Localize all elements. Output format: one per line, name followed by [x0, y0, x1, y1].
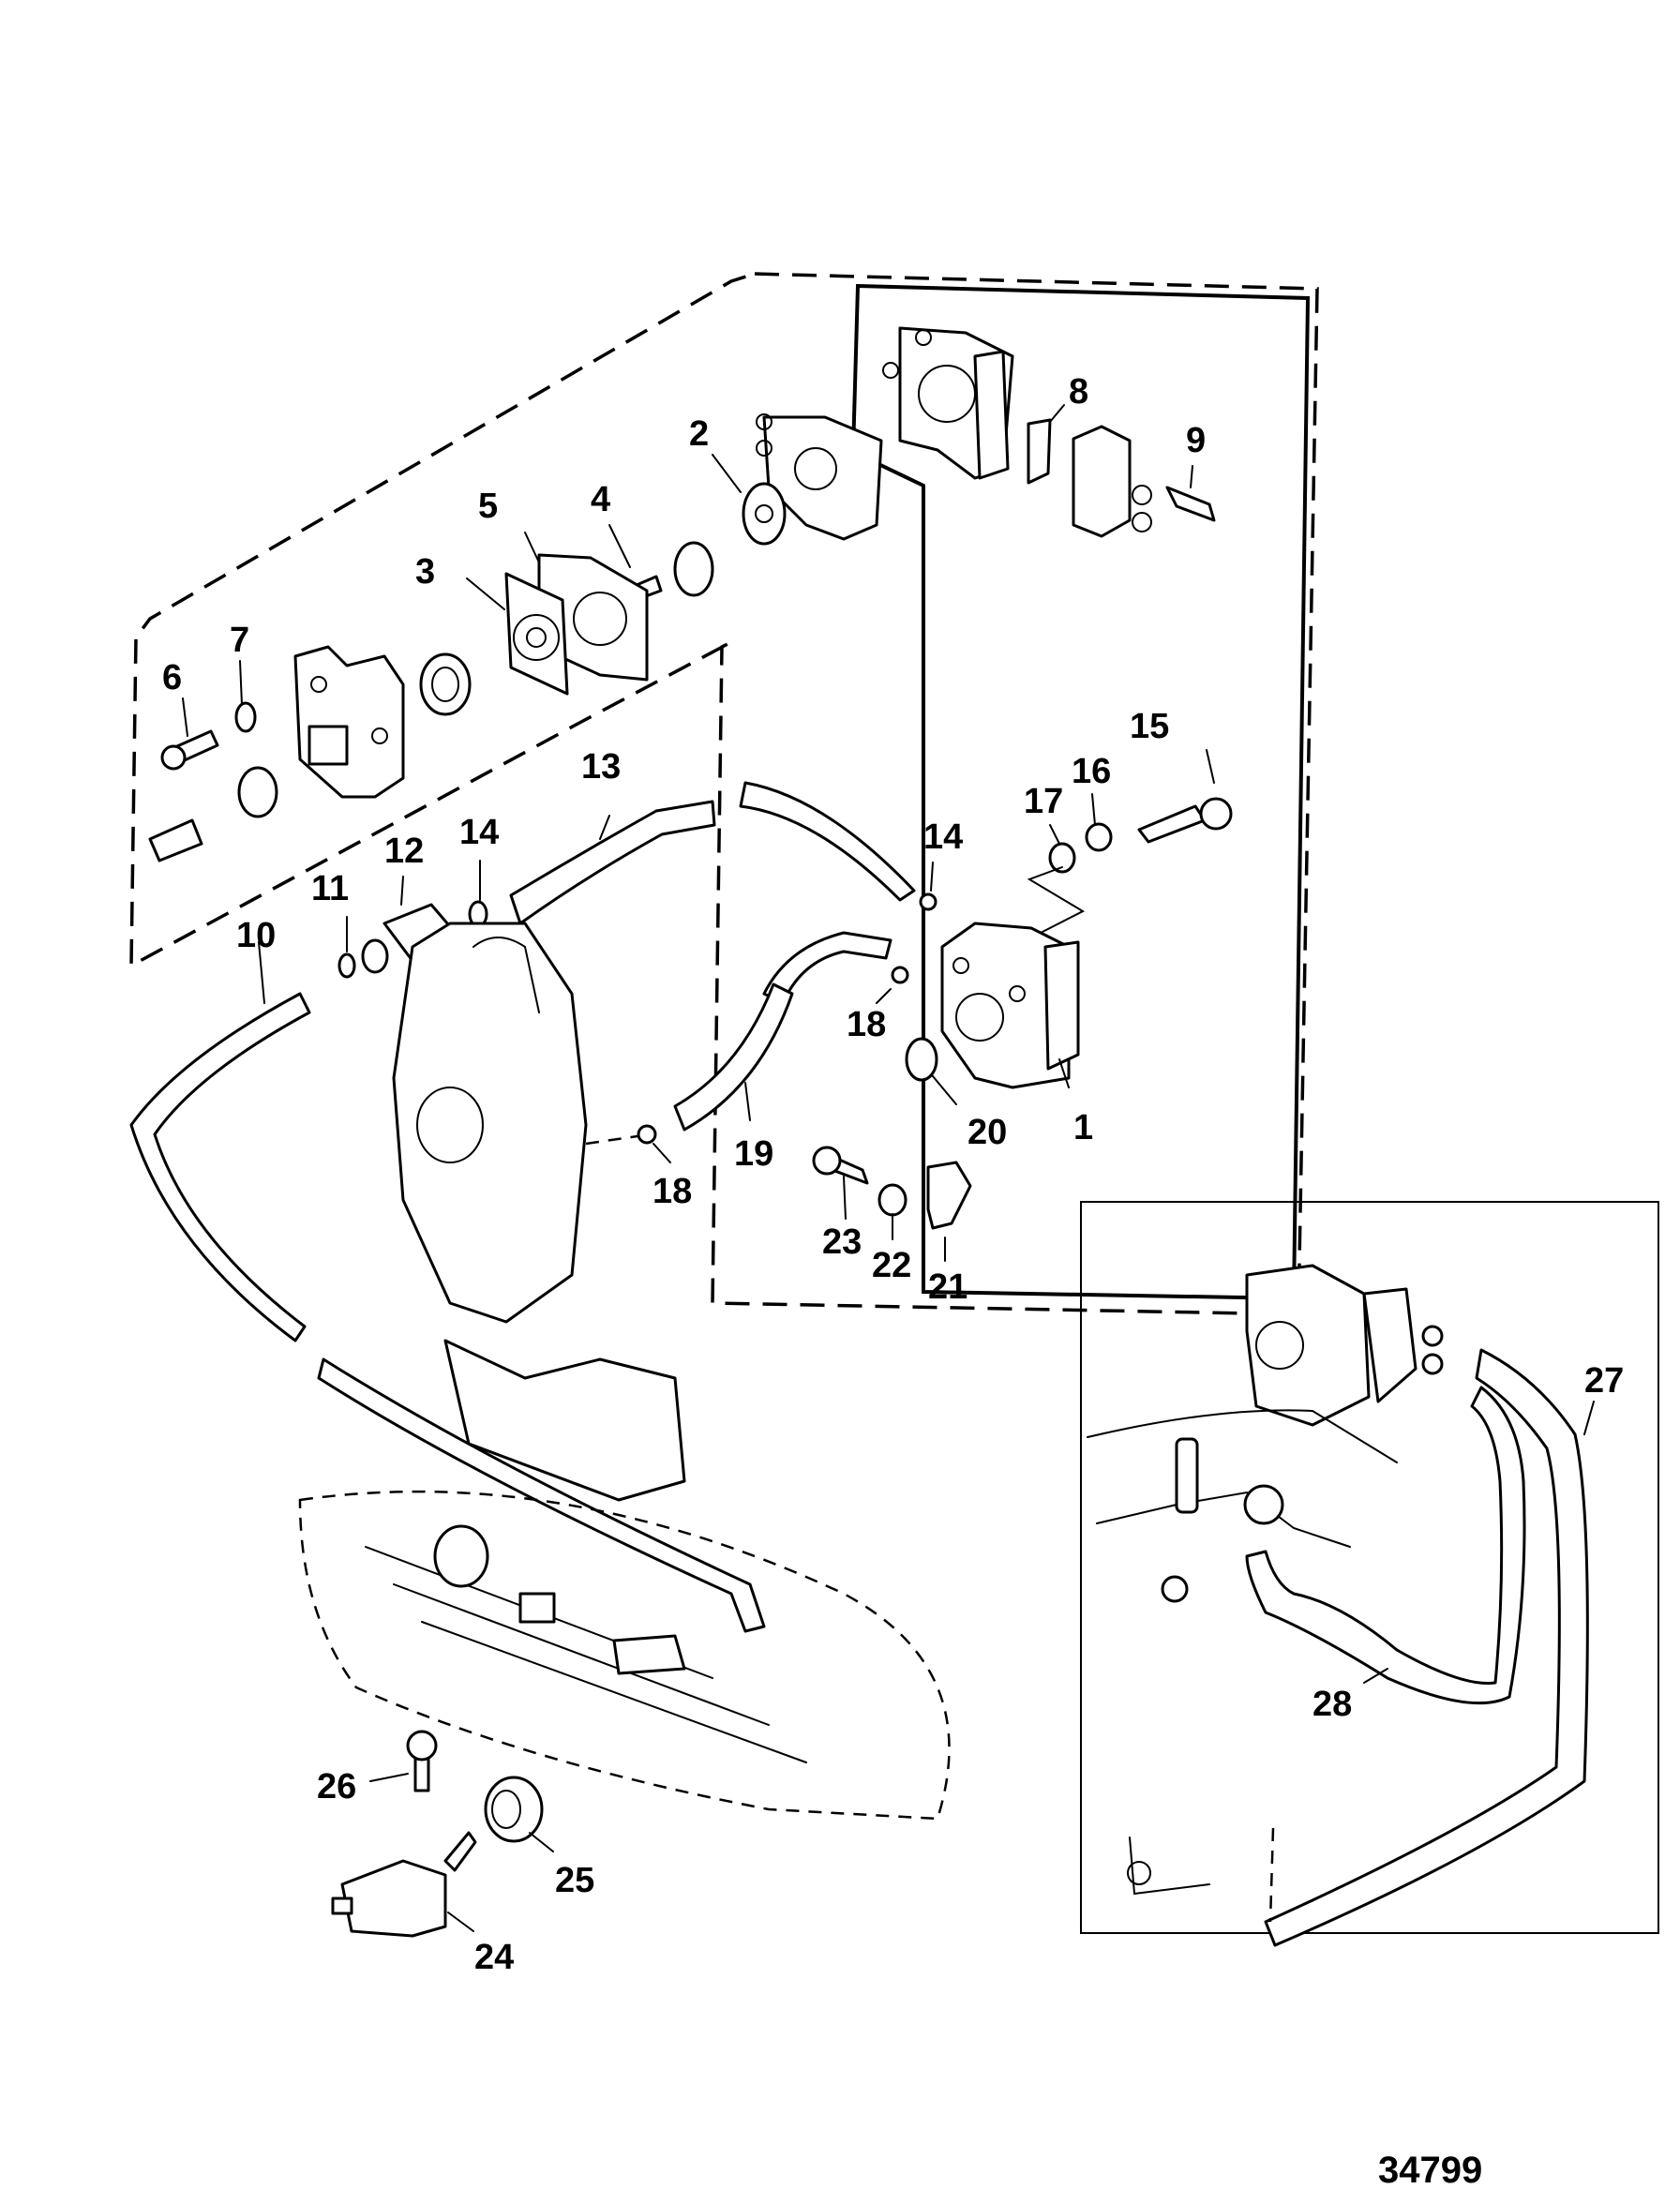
part-25-grommet: [484, 1776, 554, 1852]
exploded-group-outline: [129, 272, 1319, 1316]
bracket-line: [1027, 866, 1086, 934]
part-16-washer: [1085, 793, 1113, 852]
callout-label-6: 6: [162, 658, 182, 697]
check-valve: [148, 766, 278, 862]
inset-plug: [1161, 1575, 1189, 1603]
part-18-clamp-left: [585, 1124, 671, 1163]
part-10-hose: [129, 941, 766, 1633]
callout-label-15: 15: [1130, 707, 1169, 746]
part-3-diaphragm-assembly: [466, 572, 569, 696]
callout-label-28: 28: [1312, 1685, 1352, 1724]
part-27-hose: [1264, 1348, 1595, 1947]
callout-label-14a: 14: [459, 813, 499, 852]
part-21-clip: [926, 1161, 972, 1262]
callout-label-19: 19: [734, 1134, 773, 1174]
inset-engine-edge: [1087, 1409, 1398, 1463]
inset-fitting: [1243, 1484, 1284, 1525]
spring: [419, 652, 472, 716]
callout-label-14b: 14: [923, 817, 963, 857]
callout-label-11: 11: [311, 869, 349, 908]
callout-label-20: 20: [968, 1113, 1007, 1152]
callout-label-5: 5: [478, 487, 498, 526]
callout-label-12: 12: [384, 832, 424, 871]
part-7-washer: [234, 660, 257, 733]
callout-label-26: 26: [317, 1767, 356, 1807]
callout-label-21: 21: [928, 1267, 968, 1307]
callout-label-8: 8: [1069, 372, 1088, 412]
part-28-hose: [1245, 1386, 1526, 1705]
part-18-clamp-right: [876, 966, 909, 1004]
callout-label-18b: 18: [652, 1172, 692, 1211]
part-8-gasket: [1027, 404, 1065, 485]
inset-lower-linkage: [1127, 1827, 1275, 1923]
part-2-diaphragm: [712, 454, 787, 546]
part-11-o-ring: [338, 916, 356, 979]
callout-label-7: 7: [230, 621, 249, 660]
inset-engine-edge-lower: [1096, 1491, 1351, 1548]
part-24-primer-valve: [331, 1831, 477, 1938]
part-6-screw: [160, 697, 219, 771]
callout-label-10: 10: [236, 916, 276, 955]
part-13-hose: [509, 781, 916, 925]
callout-label-17: 17: [1024, 782, 1063, 821]
inset-detail-box: [1080, 1201, 1659, 1934]
part-14-clamp-left: [468, 860, 488, 928]
engine-base: [298, 1339, 951, 1821]
part-26-bolt: [369, 1730, 438, 1792]
callout-label-24: 24: [474, 1938, 514, 1977]
part-14-clamp-right: [919, 862, 938, 911]
callout-label-25: 25: [555, 1861, 594, 1900]
callout-label-2: 2: [689, 414, 709, 454]
part-20-o-ring: [905, 1037, 957, 1105]
figure-number: 34799: [1378, 2150, 1482, 2189]
callout-label-9: 9: [1186, 421, 1206, 460]
pump-body-kit-part: [882, 326, 1014, 480]
inset-fuel-pump: [1245, 1264, 1444, 1427]
part-17-washer: [1048, 824, 1076, 874]
callout-label-23: 23: [822, 1222, 862, 1262]
pump-cover: [293, 645, 405, 799]
callout-label-18a: 18: [847, 1005, 886, 1044]
callout-label-3: 3: [415, 552, 435, 592]
part-15-screw: [1137, 749, 1233, 844]
carburetor: [392, 922, 588, 1324]
inset-post: [1175, 1437, 1199, 1514]
part-23-bolt: [812, 1146, 869, 1220]
part-22-washer: [878, 1183, 908, 1240]
part-1-fuel-pump: [940, 922, 1080, 1089]
callout-label-27: 27: [1584, 1361, 1624, 1401]
callout-label-4: 4: [591, 480, 610, 519]
part-9-check-valve: [1072, 425, 1216, 538]
callout-label-16: 16: [1072, 752, 1111, 791]
callout-label-13: 13: [581, 747, 621, 787]
callout-label-22: 22: [872, 1246, 911, 1285]
callout-label-1: 1: [1073, 1108, 1093, 1147]
part-19-hose: [673, 931, 892, 1132]
